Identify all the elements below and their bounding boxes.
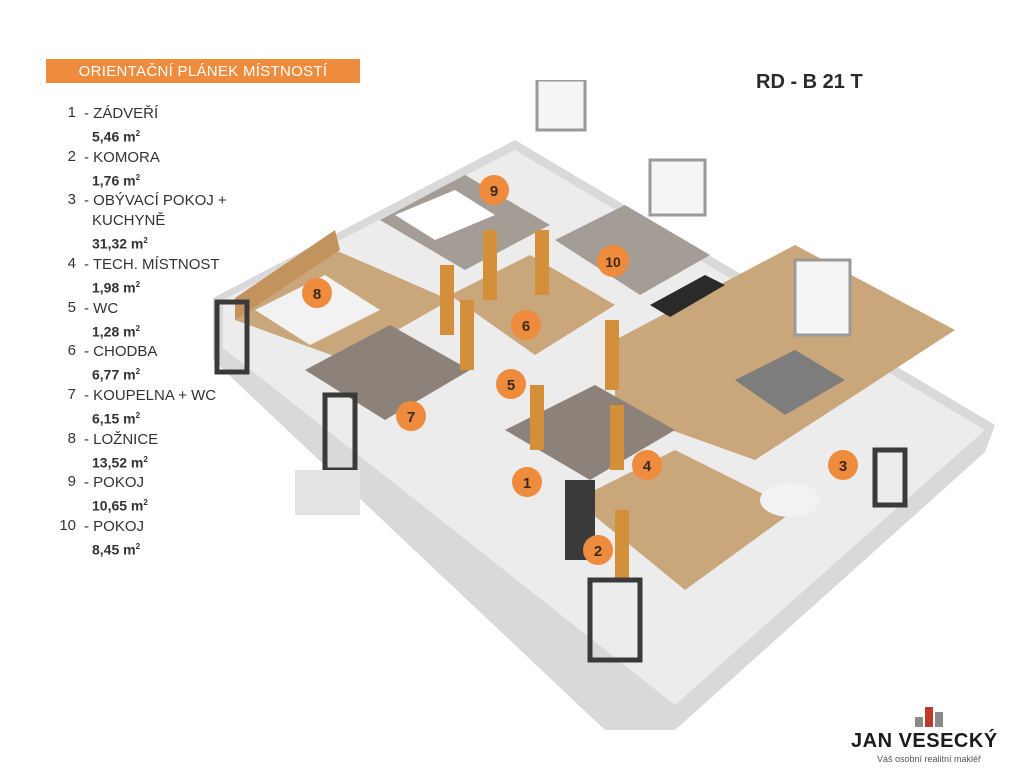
brand-block: JAN VESECKÝ Váš osobní realitní makléř <box>851 706 1023 764</box>
room-marker-5: 5 <box>496 369 526 399</box>
room-entry: 6 - CHODBA 6,77 m2 <box>46 342 236 385</box>
room-name: - LOŽNICE <box>84 430 159 448</box>
entry-floor <box>505 385 675 480</box>
room-name: - KOUPELNA + WC <box>84 386 217 404</box>
room-number: 8 <box>67 429 76 447</box>
bathroom-floor <box>305 325 470 420</box>
room-entry: 7 - KOUPELNA + WC 6,15 m2 <box>46 386 236 429</box>
room-area: 1,76 m2 <box>92 172 141 189</box>
door <box>483 230 497 300</box>
door <box>535 230 549 295</box>
room-entry: 9 - POKOJ 10,65 m2 <box>46 473 236 516</box>
room-area: 1,28 m2 <box>92 323 141 340</box>
svg-text:3: 3 <box>839 458 847 475</box>
brand-name: JAN VESECKÝ <box>851 730 998 752</box>
room-entry: 5 - WC 1,28 m2 <box>46 299 236 342</box>
room-area: 13,52 m2 <box>92 454 148 471</box>
door <box>615 510 629 580</box>
kitchen-floor <box>575 450 795 590</box>
bed-9 <box>395 190 495 240</box>
window <box>535 80 587 132</box>
window <box>793 258 852 337</box>
room-number: 6 <box>67 342 76 360</box>
room-name: - POKOJ <box>84 474 145 492</box>
room-marker-10: 10 <box>597 245 629 277</box>
door <box>460 300 474 370</box>
room-number: 1 <box>67 104 76 121</box>
tv-unit <box>650 275 725 317</box>
room-name: - KOMORA <box>84 148 160 166</box>
plan-title-banner: ORIENTAČNÍ PLÁNEK MÍSTNOSTÍ <box>46 59 360 83</box>
room-marker-3: 3 <box>828 450 858 480</box>
room-number: 7 <box>67 385 76 403</box>
room-10-floor <box>555 205 710 295</box>
room-marker-6: 6 <box>511 310 541 340</box>
room-name: - POKOJ <box>84 517 145 535</box>
room-area: 8,45 m2 <box>92 541 141 558</box>
room-area: 5,46 m2 <box>92 128 141 145</box>
svg-text:9: 9 <box>490 183 498 200</box>
dining-table <box>760 483 820 517</box>
room-name-line2: KUCHYNĚ <box>92 212 166 230</box>
door <box>605 320 619 390</box>
bedroom-wall-panel <box>235 230 340 320</box>
svg-text:7: 7 <box>407 409 415 426</box>
room-area: 1,98 m2 <box>92 279 141 296</box>
window <box>648 158 707 217</box>
room-number: 10 <box>59 516 76 534</box>
brand-logo-icon <box>915 707 943 727</box>
room-number: 4 <box>67 254 76 272</box>
sofa <box>735 350 845 415</box>
bed-8 <box>255 275 380 345</box>
room-area: 6,15 m2 <box>92 410 141 427</box>
window <box>587 577 643 663</box>
house-code: RD - B 21 T <box>756 71 863 93</box>
room-number: 5 <box>67 298 76 316</box>
svg-text:2: 2 <box>594 543 602 560</box>
room-entry: 3 - OBÝVACÍ POKOJ + KUCHYNĚ 31,32 m2 <box>46 191 236 254</box>
room-name: - CHODBA <box>84 343 158 361</box>
room-marker-9: 9 <box>479 175 509 205</box>
room-name: - OBÝVACÍ POKOJ + <box>84 192 227 210</box>
room-entry: 8 - LOŽNICE 13,52 m2 <box>46 430 236 473</box>
room-entry: 2 - KOMORA 1,76 m2 <box>46 148 236 191</box>
room-marker-2: 2 <box>583 535 613 565</box>
door <box>610 405 624 470</box>
room-marker-4: 4 <box>632 450 662 480</box>
svg-text:5: 5 <box>507 377 515 394</box>
room-number: 3 <box>67 191 76 209</box>
room-area: 31,32 m2 <box>92 235 148 252</box>
outdoor-unit <box>295 470 360 515</box>
room-area: 10,65 m2 <box>92 497 148 514</box>
door <box>440 265 454 335</box>
room-name: - ZÁDVEŘÍ <box>84 105 159 122</box>
room-legend: 1 - ZÁDVEŘÍ 5,46 m2 2 - KOMORA 1,76 m2 3… <box>46 104 236 561</box>
room-entry: 1 - ZÁDVEŘÍ 5,46 m2 <box>46 104 236 147</box>
room-marker-1: 1 <box>512 467 542 497</box>
svg-text:1: 1 <box>523 475 531 492</box>
room-number: 9 <box>67 473 76 491</box>
room-name: - WC <box>84 299 119 317</box>
svg-text:4: 4 <box>643 458 652 475</box>
svg-text:8: 8 <box>313 286 321 303</box>
svg-text:10: 10 <box>605 254 621 270</box>
window <box>214 299 250 375</box>
floor-plan-3d: 1 2 3 4 5 6 7 8 9 10 <box>213 80 995 730</box>
room-marker-8: 8 <box>302 278 332 308</box>
door <box>530 385 544 450</box>
room-entry: 10 - POKOJ 8,45 m2 <box>46 517 236 560</box>
room-area: 6,77 m2 <box>92 366 141 383</box>
brand-tagline: Váš osobní realitní makléř <box>877 754 982 764</box>
room-name: - TECH. MÍSTNOST <box>84 255 220 273</box>
room-entry: 4 - TECH. MÍSTNOST 1,98 m2 <box>46 255 236 298</box>
svg-text:6: 6 <box>522 318 530 335</box>
window <box>872 447 908 508</box>
room-marker-7: 7 <box>396 401 426 431</box>
room-number: 2 <box>67 147 76 165</box>
